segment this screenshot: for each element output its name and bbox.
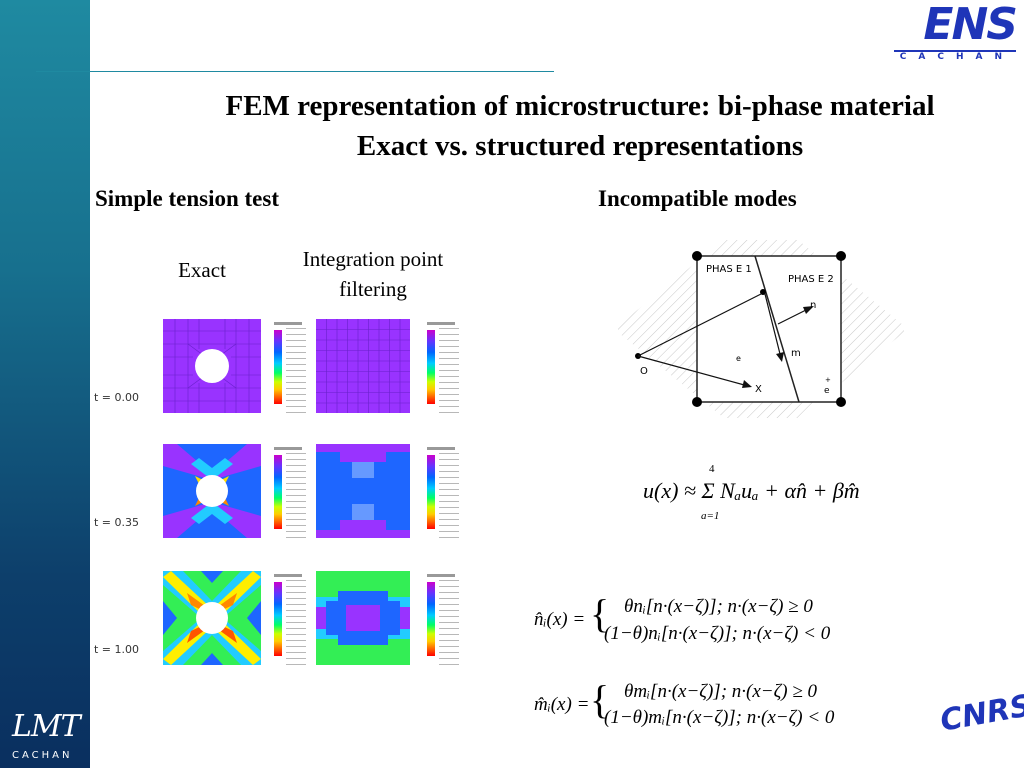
exact-mesh-t035: [163, 444, 261, 538]
time-label-2: t = 1.00: [94, 643, 140, 656]
filtering-label-line-1: Integration point: [302, 247, 444, 271]
time-label-1: t = 0.35: [94, 516, 140, 529]
cnrs-logo-text: CNRS: [937, 688, 1024, 739]
ens-logo-subtext: CACHAN: [899, 52, 1014, 62]
m-hat-lhs: m̂ᵢ(x) =: [534, 694, 590, 715]
m-hat-case-2: (1−θ)mᵢ[n·(x−ζ)]; n·(x−ζ) < 0: [604, 707, 835, 728]
legend-exact-t1: [274, 574, 308, 670]
phase-2-label: PHAS E 2: [788, 274, 834, 285]
slide-title: FEM representation of microstructure: bi…: [150, 86, 1010, 166]
incompatible-modes-diagram: PHAS E 1 PHAS E 2 O X n m e e +: [614, 210, 908, 448]
lmt-logo-text: LMT: [12, 709, 81, 744]
right-heading: Incompatible modes: [598, 186, 797, 211]
plus-label: +: [825, 376, 831, 384]
exact-mesh-t0: [163, 319, 261, 413]
sum-upper-limit: 4: [709, 463, 715, 475]
filtered-mesh-t035: [316, 444, 410, 538]
cnrs-logo: CNRS: [938, 688, 1024, 750]
displacement-equation: u(x) ≈ Σ Nₐuₐ + αn̂ + βm̂: [643, 478, 860, 503]
lmt-cachan-logo: LMT CACHAN: [12, 709, 81, 762]
legend-filtered-t0: [427, 322, 461, 418]
legend-exact-t035: [274, 447, 308, 543]
exact-label: Exact: [178, 258, 226, 282]
ens-cachan-logo: ENS CACHAN: [886, 0, 1018, 64]
lmt-logo-subtext: CACHAN: [12, 750, 73, 761]
ens-logo-text: ENS: [923, 0, 1018, 50]
n-hat-case-2: (1−θ)nᵢ[n·(x−ζ)]; n·(x−ζ) < 0: [604, 623, 831, 644]
ens-logo-rule: [894, 50, 1016, 52]
m-hat-case-1: θmᵢ[n·(x−ζ)]; n·(x−ζ) ≥ 0: [624, 681, 818, 702]
legend-filtered-t035: [427, 447, 461, 543]
exact-mesh-t1: [163, 571, 261, 665]
filtering-label-line-2: filtering: [339, 277, 407, 301]
e-plus-label: e: [824, 386, 830, 396]
sum-lower-limit: a=1: [701, 510, 720, 522]
header-rule: [36, 71, 554, 72]
n-hat-lhs: n̂ᵢ(x) =: [534, 609, 586, 630]
title-line-1: FEM representation of microstructure: bi…: [225, 90, 935, 122]
sidebar-band: [0, 0, 90, 768]
e-label: e: [736, 354, 741, 363]
x-label: X: [755, 384, 762, 395]
legend-filtered-t1: [427, 574, 461, 670]
legend-exact-t0: [274, 322, 308, 418]
filtered-mesh-t1: [316, 571, 410, 665]
m-label: m: [791, 348, 801, 359]
left-heading: Simple tension test: [95, 186, 279, 211]
filtering-label: Integration point filtering: [280, 244, 466, 304]
filtered-mesh-t0: [316, 319, 410, 413]
n-label: n: [810, 300, 817, 311]
title-line-2: Exact vs. structured representations: [356, 130, 804, 162]
time-label-0: t = 0.00: [94, 391, 140, 404]
n-hat-case-1: θnᵢ[n·(x−ζ)]; n·(x−ζ) ≥ 0: [624, 596, 813, 617]
n-hat-brace: {: [590, 591, 610, 636]
origin-label: O: [640, 366, 648, 377]
phase-1-label: PHAS E 1: [706, 264, 752, 275]
m-hat-brace: {: [590, 677, 610, 722]
